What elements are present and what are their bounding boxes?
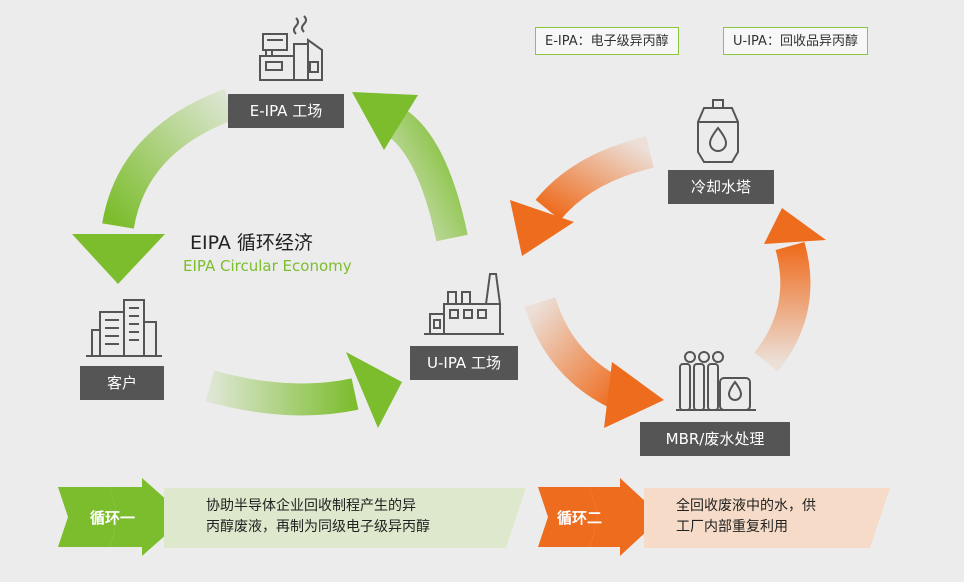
green-arrow-eipa-to-customer <box>72 88 236 284</box>
orange-arrow-cooling-to-uipa <box>510 136 654 256</box>
green-arrow-uipa-to-eipa <box>352 92 468 242</box>
legend-eipa: E-IPA：电子级异丙醇 <box>535 27 679 55</box>
green-arrow-customer-to-uipa <box>205 352 402 428</box>
loop1-description: 协助半导体企业回收制程产生的异 丙醇废液，再制为同级电子级异丙醇 <box>206 496 430 538</box>
loop1-label: 循环一 <box>90 509 136 527</box>
legend-uipa: U-IPA：回收品异丙醇 <box>723 27 868 55</box>
customer-buildings-icon <box>86 299 162 357</box>
node-cooling-tower: 冷却水塔 <box>668 170 774 204</box>
loop2-label: 循环二 <box>557 509 603 527</box>
node-mbr: MBR/废水处理 <box>640 422 790 456</box>
loop2-desc-line2: 工厂内部重复利用 <box>676 519 788 535</box>
loop1-desc-line2: 丙醇废液，再制为同级电子级异丙醇 <box>206 519 430 535</box>
loop2-panel <box>538 478 890 556</box>
loop1-panel <box>58 478 526 556</box>
loop1-desc-line1: 协助半导体企业回收制程产生的异 <box>206 498 416 514</box>
center-title: EIPA 循环经济 <box>190 232 313 254</box>
cooling-tower-icon <box>697 99 739 163</box>
node-uipa-factory: U-IPA 工场 <box>410 346 518 380</box>
uipa-factory-icon <box>424 273 504 335</box>
center-subtitle: EIPA Circular Economy <box>183 257 352 275</box>
loop2-description: 全回收废液中的水，供 工厂内部重复利用 <box>676 496 816 538</box>
eipa-factory-icon <box>259 15 323 81</box>
loop2-desc-line1: 全回收废液中的水，供 <box>676 498 816 514</box>
mbr-tanks-icon <box>676 351 756 411</box>
node-customer: 客户 <box>80 366 164 400</box>
node-eipa-factory: E-IPA 工场 <box>228 94 344 128</box>
orange-arrow-uipa-to-mbr <box>524 297 664 428</box>
orange-arrow-mbr-to-cooling <box>754 208 826 372</box>
